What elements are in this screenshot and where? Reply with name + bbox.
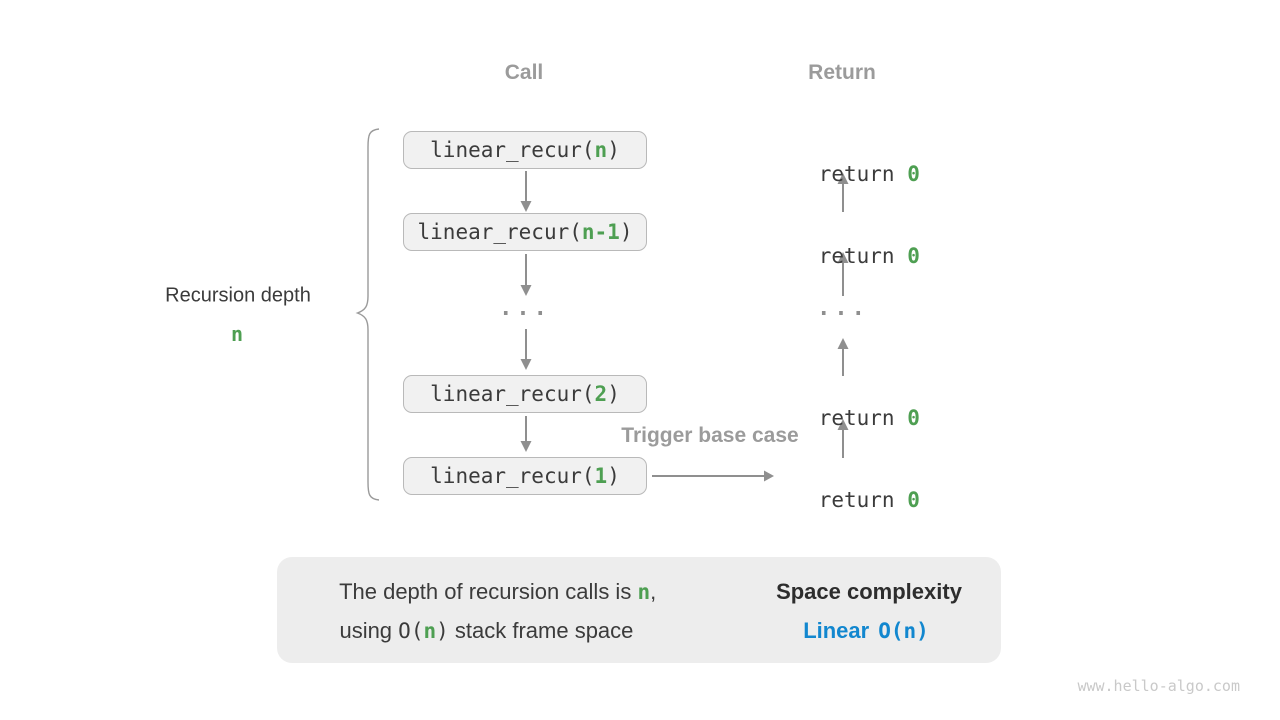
watermark: www.hello-algo.com [1077,677,1240,695]
return-arrow-up-3-icon [837,338,849,376]
code-text: ) [607,138,620,162]
call-arrow-down-1-icon [520,171,532,212]
big-o-close: ) [436,619,449,643]
code-text: linear_recur( [417,220,582,244]
return-statement-2: return 0 [768,220,920,268]
space-complexity-result: Linear O(n) [803,618,929,644]
code-arg: 2 [594,382,608,406]
call-box-linear-recur-n: linear_recur(n) [403,131,647,169]
recursion-depth-label: Recursion depth [165,284,311,307]
return-value: 0 [907,406,920,430]
code-text: linear_recur( [430,138,595,162]
recursion-depth-value: n [230,322,244,346]
recursion-depth-brace-icon [355,128,380,501]
summary-text: The depth of recursion calls is [339,579,638,604]
code-arg: 1 [594,464,608,488]
return-statement-4: return 0 [768,464,920,512]
call-arrow-down-4-icon [520,416,532,452]
code-arg: n [594,138,608,162]
trigger-base-case-label: Trigger base case [621,424,799,447]
space-complexity-title: Space complexity [776,579,962,604]
call-arrow-down-3-icon [520,329,532,370]
code-text: ) [619,220,633,244]
base-case-arrow-right-icon [652,470,774,482]
big-o-open: O( [398,619,424,643]
code-arg: n-1 [581,220,620,244]
code-text: ) [607,464,620,488]
call-column-header: Call [504,61,544,84]
summary-var-n: n [637,580,651,604]
call-box-linear-recur-1: linear_recur(1) [403,457,647,495]
call-column-ellipsis: ... [499,296,551,321]
return-keyword: return [818,406,908,430]
return-keyword: return [818,162,908,186]
call-arrow-down-2-icon [520,254,532,296]
summary-box [277,557,1001,663]
return-statement-3: return 0 [768,382,920,430]
summary-text: , [650,579,657,604]
big-o-var: n [423,619,437,643]
code-text: ) [607,382,620,406]
return-column-ellipsis: ... [817,296,869,321]
return-value: 0 [907,162,920,186]
return-value: 0 [907,488,920,512]
complexity-notation: O(n) [878,619,929,643]
code-text: linear_recur( [430,382,595,406]
return-statement-1: return 0 [768,138,920,186]
summary-text: using [339,618,399,643]
return-column-header: Return [808,61,876,84]
summary-line-1: The depth of recursion calls is n, [315,553,656,631]
complexity-name: Linear [803,618,870,643]
call-box-linear-recur-n-1: linear_recur(n-1) [403,213,647,251]
return-keyword: return [818,244,908,268]
code-text: linear_recur( [430,464,595,488]
summary-line-2: using O(n) stack frame space [315,592,633,670]
call-box-linear-recur-2: linear_recur(2) [403,375,647,413]
return-value: 0 [907,244,920,268]
summary-text: stack frame space [448,618,634,643]
return-keyword: return [818,488,908,512]
